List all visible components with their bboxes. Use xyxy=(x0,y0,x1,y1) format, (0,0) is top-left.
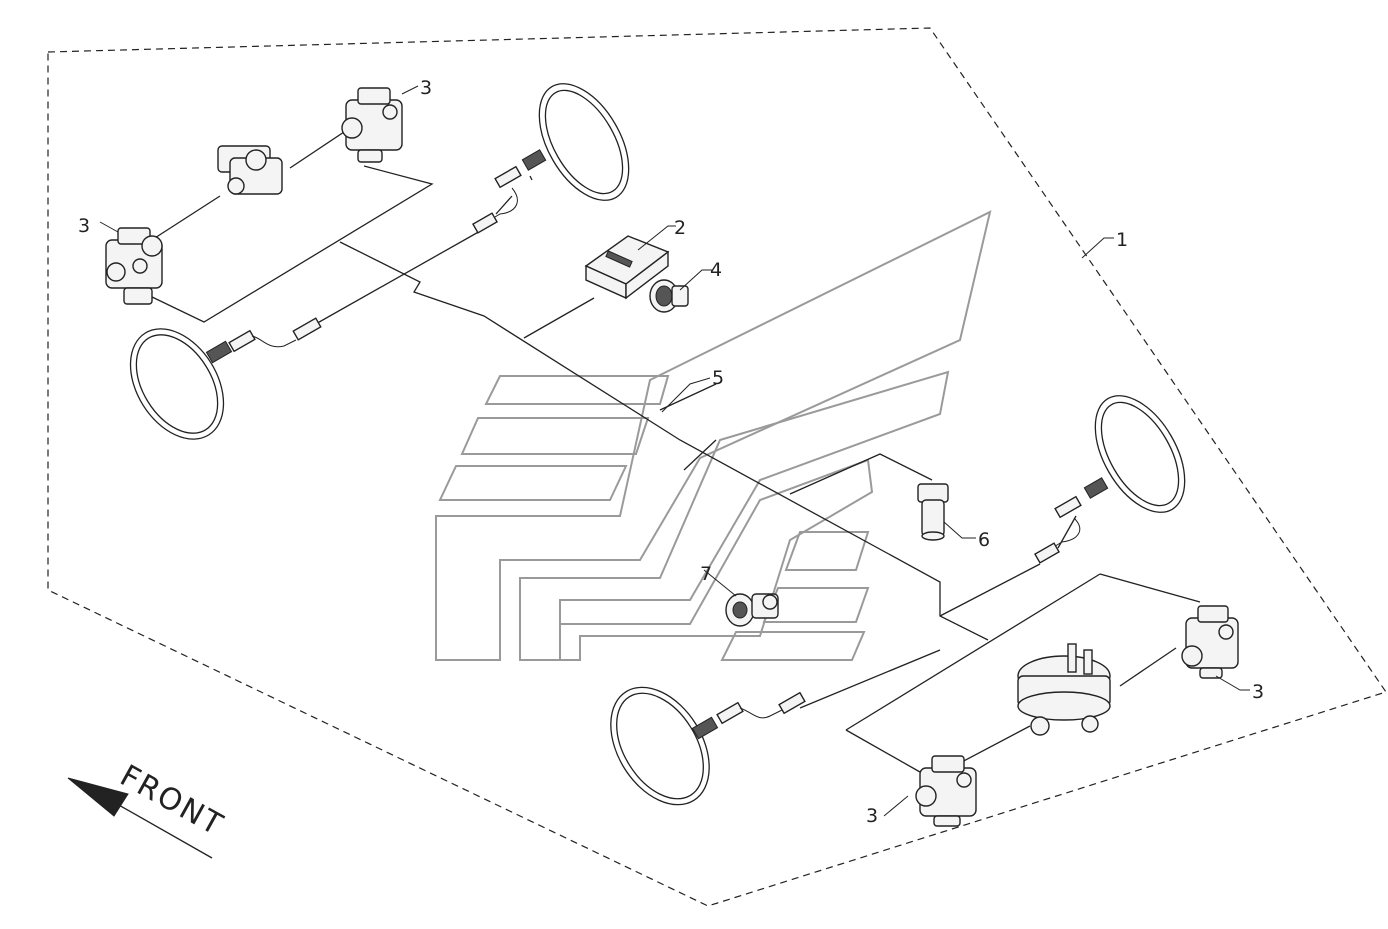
callout-5: 5 xyxy=(712,367,724,389)
watermark-logo xyxy=(435,210,992,661)
modulator-valve-front-right xyxy=(341,87,403,163)
tone-ring-rear-left xyxy=(610,686,710,806)
tone-ring-rear-right xyxy=(1094,395,1186,513)
callout-3-front-right: 3 xyxy=(420,77,432,99)
kit-boundary xyxy=(47,27,1387,907)
tone-ring-front-right xyxy=(538,83,630,201)
diagnostic-connector xyxy=(649,279,689,313)
front-direction-indicator: FRONT xyxy=(67,758,229,859)
relay-valve-front xyxy=(217,145,283,195)
modulator-valve-front-left xyxy=(105,227,163,305)
valve-component-6 xyxy=(917,483,949,541)
abs-ecu xyxy=(584,235,670,300)
front-arrow-icon xyxy=(67,777,129,817)
callout-leaders xyxy=(99,85,1250,817)
speed-sensor-front-left xyxy=(205,317,322,364)
callout-6: 6 xyxy=(978,529,990,551)
modulator-valve-rear-right xyxy=(1181,605,1239,679)
relay-valve-rear xyxy=(1017,643,1111,736)
connector-component-7 xyxy=(725,593,779,627)
modulator-valve-rear-left xyxy=(915,755,977,827)
speed-sensor-front-right xyxy=(472,149,547,234)
callout-3-front-left: 3 xyxy=(78,215,90,237)
front-label: FRONT xyxy=(114,758,229,843)
callout-3-rear-left: 3 xyxy=(866,805,878,827)
speed-sensor-rear-right xyxy=(1034,477,1109,564)
callout-3-rear-right: 3 xyxy=(1252,681,1264,703)
tone-ring-front-left xyxy=(129,328,225,440)
callout-4: 4 xyxy=(710,259,722,281)
callout-2: 2 xyxy=(674,217,686,239)
speed-sensor-rear-left xyxy=(691,691,806,740)
callout-7: 7 xyxy=(700,563,712,585)
callout-1: 1 xyxy=(1116,229,1128,251)
